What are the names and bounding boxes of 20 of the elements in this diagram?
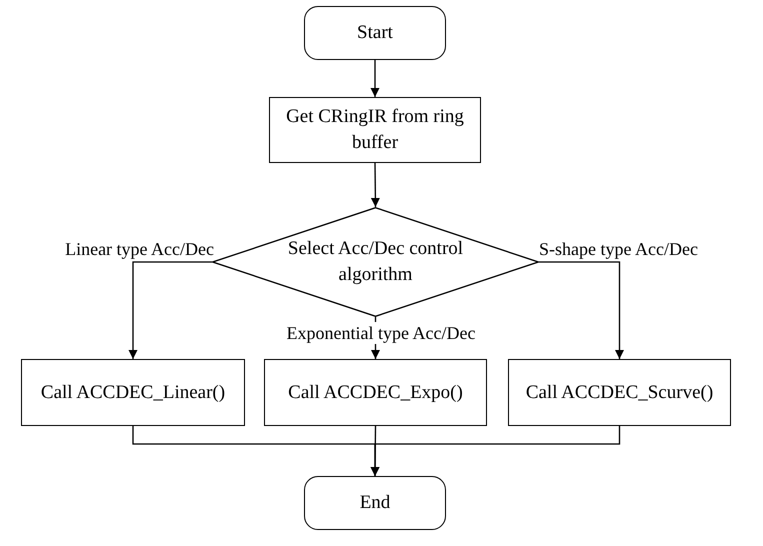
arrow [128,261,212,359]
node-text: Call ACCDEC_Scurve() [524,380,714,404]
process-box [264,359,487,426]
edge-label: Exponential type Acc/Dec [286,322,476,344]
terminal-box [304,476,446,530]
process-box [269,97,481,163]
node-text: Call ACCDEC_Expo() [287,380,464,404]
node-text: Start [356,21,394,45]
arrow [539,261,624,359]
terminal-box [304,6,446,60]
process-box [508,359,731,426]
arrow [370,60,380,97]
process-box [21,359,245,426]
arrow [370,163,380,207]
node-text: End [358,491,392,515]
node-text: Get CRingIR from ring buffer [285,105,465,155]
node-text: Call ACCDEC_Linear() [40,380,226,404]
node-text: Select Acc/Dec control algorithm [286,237,464,287]
decision-diamond [212,207,539,317]
arrow [370,426,620,476]
